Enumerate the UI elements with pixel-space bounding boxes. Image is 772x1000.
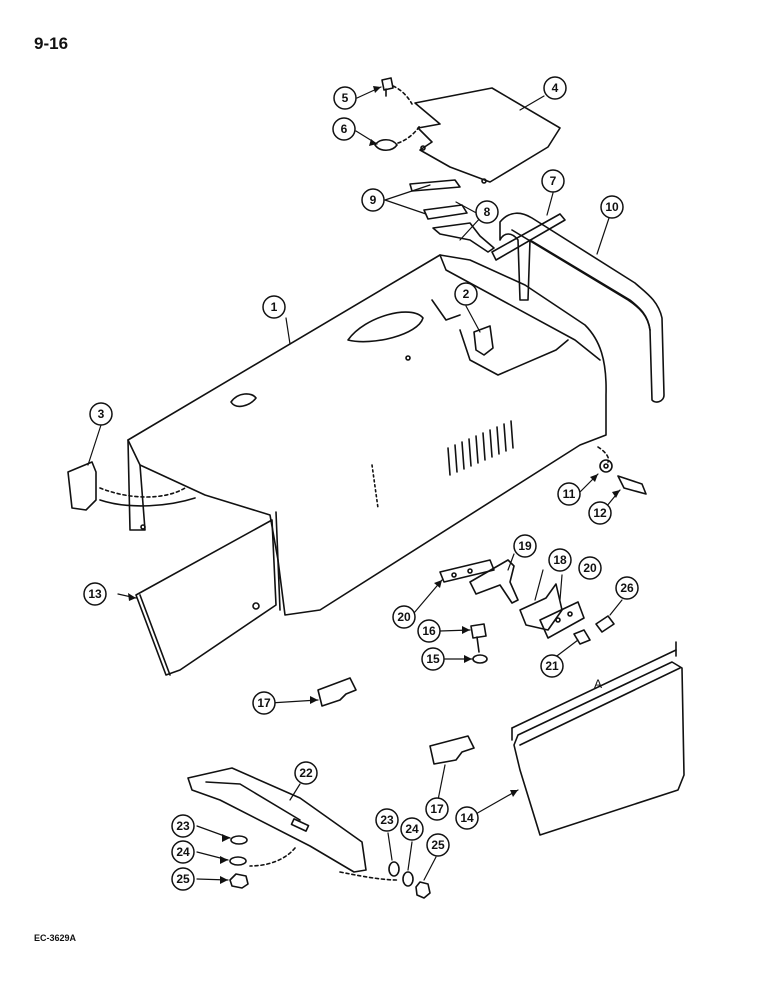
strip-parts — [409, 179, 495, 253]
callout-11-label: 11 — [563, 487, 576, 501]
callout-16: 16 — [417, 619, 441, 643]
callout-25a-label: 25 — [176, 872, 190, 886]
callout-17a: 17 — [252, 691, 276, 715]
rear-seal-part — [499, 212, 665, 403]
wing-nut-part — [374, 124, 421, 152]
callout-14-label: 14 — [460, 811, 474, 825]
cover-plate-part — [414, 87, 561, 184]
callout-2-label: 2 — [463, 287, 470, 301]
callout-6: 6 — [332, 117, 356, 141]
leader-arrowheads — [128, 86, 620, 884]
screw-part — [381, 77, 413, 105]
callout-24a-label: 24 — [176, 845, 190, 859]
callout-16-label: 16 — [422, 624, 436, 638]
small-fastener-parts — [470, 615, 615, 664]
callout-19: 19 — [513, 534, 537, 558]
callout-10-label: 10 — [605, 200, 619, 214]
callout-15-label: 15 — [426, 652, 440, 666]
callout-17a-label: 17 — [257, 696, 271, 710]
callout-4: 4 — [543, 76, 567, 100]
callout-13-label: 13 — [88, 587, 102, 601]
callout-24a: 24 — [171, 840, 195, 864]
latch-bracket-parts — [317, 677, 475, 765]
callout-25a: 25 — [171, 867, 195, 891]
callout-8-label: 8 — [484, 205, 491, 219]
callout-8: 8 — [475, 200, 499, 224]
callout-9-label: 9 — [370, 193, 377, 207]
support-rail-part — [187, 767, 399, 881]
callout-18-label: 18 — [553, 553, 567, 567]
seal-strip-part — [491, 213, 566, 261]
callout-20b: 20 — [578, 556, 602, 580]
callout-7-label: 7 — [550, 174, 557, 188]
clip-part — [473, 325, 494, 356]
callout-26-label: 26 — [620, 581, 634, 595]
callout-17b: 17 — [425, 797, 449, 821]
callout-10: 10 — [600, 195, 624, 219]
callout-25b: 25 — [426, 833, 450, 857]
callout-5-label: 5 — [342, 91, 349, 105]
figure-code: EC-3629A — [34, 933, 77, 943]
callout-7: 7 — [541, 169, 565, 193]
callout-17b-label: 17 — [430, 802, 444, 816]
callout-4-label: 4 — [552, 81, 559, 95]
right-side-panel-part — [511, 641, 685, 836]
callout-12: 12 — [588, 501, 612, 525]
callout-5: 5 — [333, 86, 357, 110]
leader-lines — [87, 86, 623, 881]
front-bumper-part — [67, 461, 196, 511]
callout-19-label: 19 — [518, 539, 532, 553]
callout-23b: 23 — [375, 808, 399, 832]
callout-group: 1 2 3 4 5 6 7 8 9 10 11 12 13 14 15 16 1… — [83, 76, 639, 891]
callout-21: 21 — [540, 654, 564, 678]
callout-26: 26 — [615, 576, 639, 600]
callout-9: 9 — [361, 188, 385, 212]
callout-24b: 24 — [400, 817, 424, 841]
washer-bolt-parts — [597, 446, 647, 495]
callout-18: 18 — [548, 548, 572, 572]
callout-20b-label: 20 — [583, 561, 597, 575]
dimension-a-label: A — [594, 677, 602, 691]
callout-3-label: 3 — [98, 407, 105, 421]
callout-6-label: 6 — [341, 122, 348, 136]
page-number: 9-16 — [34, 34, 69, 53]
hinge-parts — [439, 559, 585, 639]
callout-25b-label: 25 — [431, 838, 445, 852]
callout-22: 22 — [294, 761, 318, 785]
washer-nut-sets — [229, 835, 431, 899]
callout-22-label: 22 — [299, 766, 313, 780]
callout-15: 15 — [421, 647, 445, 671]
left-side-panel-part — [135, 519, 277, 676]
callout-20a: 20 — [392, 605, 416, 629]
callout-13: 13 — [83, 582, 107, 606]
callout-21-label: 21 — [545, 659, 559, 673]
callout-23a-label: 23 — [176, 819, 190, 833]
hood-part — [127, 254, 607, 616]
callout-23a: 23 — [171, 814, 195, 838]
callout-1: 1 — [262, 295, 286, 319]
callout-12-label: 12 — [593, 506, 607, 520]
callout-1-label: 1 — [271, 300, 278, 314]
callout-23b-label: 23 — [380, 813, 394, 827]
callout-11: 11 — [557, 482, 581, 506]
callout-3: 3 — [89, 402, 113, 426]
callout-20a-label: 20 — [397, 610, 411, 624]
callout-24b-label: 24 — [405, 822, 419, 836]
callout-14: 14 — [455, 806, 479, 830]
callout-2: 2 — [454, 282, 478, 306]
